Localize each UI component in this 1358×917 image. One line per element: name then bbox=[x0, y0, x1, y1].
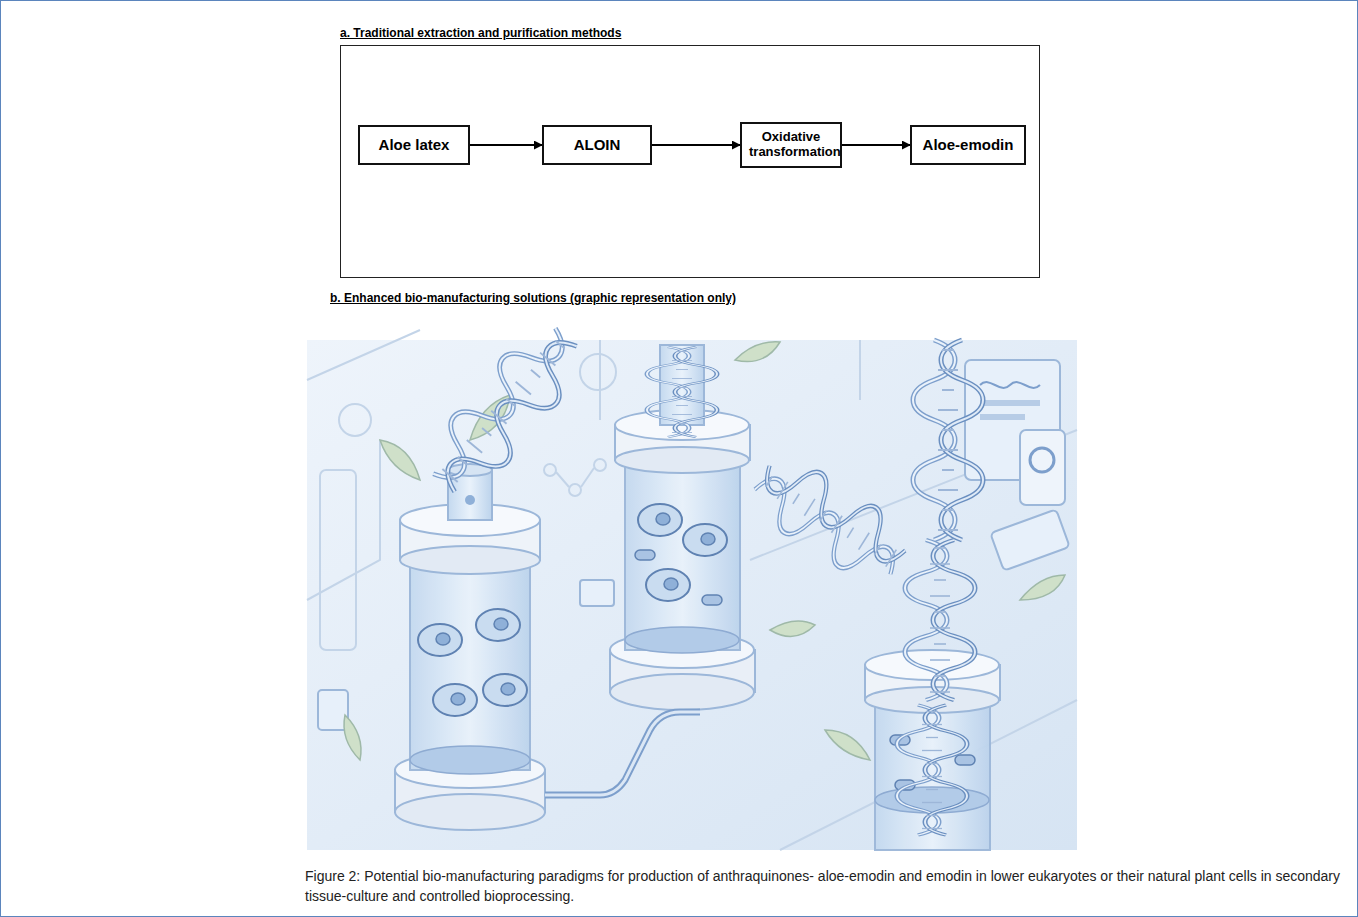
connecting-pipe-inner bbox=[545, 712, 700, 795]
dna-helices bbox=[417, 315, 983, 835]
process-box: Oxidative transformation bbox=[740, 122, 842, 168]
connecting-pipe bbox=[545, 712, 700, 795]
process-box: Aloe-emodin bbox=[910, 125, 1026, 165]
bioreactor-left bbox=[395, 464, 545, 830]
figure-caption: Figure 2: Potential bio-manufacturing pa… bbox=[305, 866, 1353, 907]
process-box: Aloe latex bbox=[358, 125, 470, 165]
panel-frame: Aloe latex ALOIN Oxidative transformation A… bbox=[340, 45, 1040, 278]
box-label: Aloe latex bbox=[379, 136, 450, 153]
flow-arrow bbox=[652, 144, 740, 146]
panel-heading: b. Enhanced bio-manufacturing solutions … bbox=[330, 291, 736, 305]
box-label: Oxidative transformation bbox=[749, 130, 833, 160]
bioreactor-scene bbox=[307, 315, 1077, 850]
leaves bbox=[344, 342, 1065, 760]
lab-background bbox=[307, 330, 1077, 850]
flow-arrow bbox=[470, 144, 542, 146]
box-label: Aloe-emodin bbox=[923, 136, 1014, 153]
scene-ground bbox=[307, 340, 1077, 850]
box-label: ALOIN bbox=[574, 136, 621, 153]
bioreactor-middle bbox=[610, 345, 755, 710]
panel-heading: a. Traditional extraction and purificati… bbox=[340, 26, 621, 40]
process-box: ALOIN bbox=[542, 125, 652, 165]
flow-arrow bbox=[842, 144, 910, 146]
